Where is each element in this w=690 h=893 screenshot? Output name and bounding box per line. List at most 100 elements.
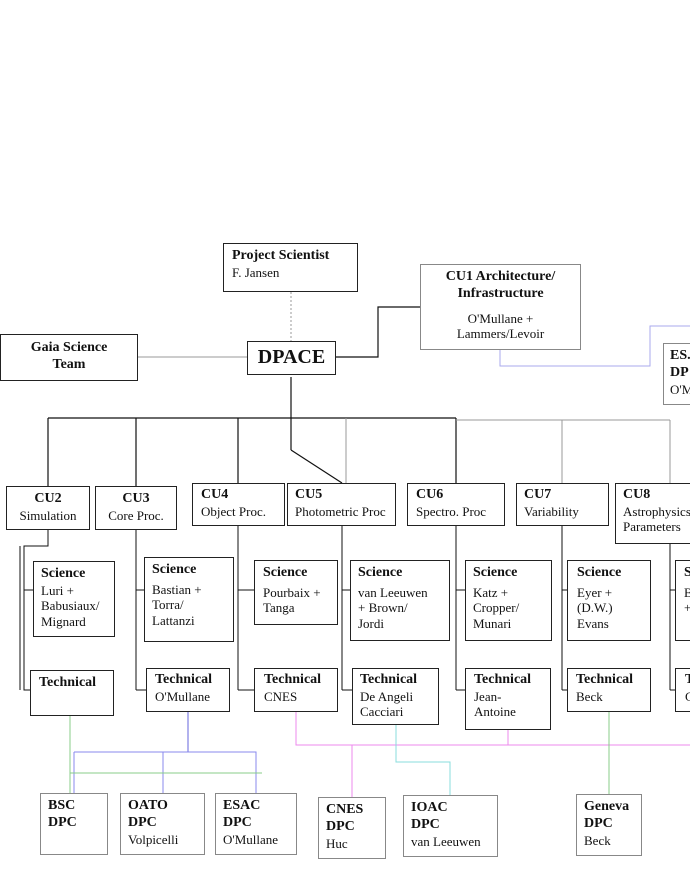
cu2-title: CU2 xyxy=(34,491,62,506)
science-title: Science xyxy=(473,565,518,580)
cu1-box: CU1 Architecture/ Infrastructure O'Mulla… xyxy=(420,264,581,350)
science-line: Katz + xyxy=(473,584,509,600)
cu6-box: CU6 Spectro. Proc xyxy=(407,483,505,526)
technical-box-cu4: Technical CNES xyxy=(254,668,338,712)
science-line: Luri + xyxy=(41,582,74,598)
cu4-box: CU4 Object Proc. xyxy=(192,483,285,526)
cu1-title-line1: CU1 Architecture/ xyxy=(445,269,556,284)
science-box-cu7: Science Eyer + (D.W.) Evans xyxy=(567,560,651,641)
cu7-title: CU7 xyxy=(524,487,552,502)
project-scientist-title: Project Scientist xyxy=(232,248,330,263)
cu8-subtitle: Astrophysics xyxy=(623,503,690,519)
cu5-title: CU5 xyxy=(295,487,323,502)
technical-line: Beck xyxy=(576,688,603,704)
technical-box-cu5: Technical De Angeli Cacciari xyxy=(352,668,439,725)
technical-line: Cacciari xyxy=(360,704,404,720)
science-line: + xyxy=(684,600,690,616)
dpc-label: DPC xyxy=(48,814,77,830)
technical-line: O'Mullane xyxy=(155,688,211,704)
dpc-label: DPC xyxy=(128,814,157,830)
technical-box-cu8: T C xyxy=(675,668,690,712)
cu3-box: CU3 Core Proc. xyxy=(95,486,177,530)
science-box-cu4: Science Pourbaix + Tanga xyxy=(254,560,338,625)
esac-partial-line3: O'M xyxy=(670,381,690,397)
cu8-box: CU8 Astrophysics Parameters xyxy=(615,483,690,544)
science-line: Jordi xyxy=(358,615,384,631)
gaia-team-line2: Team xyxy=(52,356,86,372)
science-box-cu5: Science van Leeuwen + Brown/ Jordi xyxy=(350,560,450,641)
science-line: + Brown/ xyxy=(358,600,408,616)
science-line: Lattanzi xyxy=(152,612,195,628)
dpc-box-geneva: Geneva DPC Beck xyxy=(576,794,642,856)
science-line: Evans xyxy=(577,615,609,631)
technical-line: C xyxy=(685,688,690,704)
cu7-subtitle: Variability xyxy=(524,503,579,519)
gaia-science-team-box: Gaia Science Team xyxy=(0,334,138,381)
science-line: Babusiaux/ xyxy=(41,598,100,614)
cu6-subtitle: Spectro. Proc xyxy=(416,503,487,519)
gaia-team-line1: Gaia Science xyxy=(30,340,108,355)
cu1-title-line2: Infrastructure xyxy=(457,285,544,301)
technical-box-cu3: Technical O'Mullane xyxy=(146,668,230,712)
esac-partial-line2: DP xyxy=(670,364,689,380)
cu1-lead-line2: Lammers/Levoir xyxy=(456,326,545,342)
technical-title: Technical xyxy=(360,672,418,687)
dpc-name: Geneva xyxy=(584,799,630,814)
science-line: Torra/ xyxy=(152,597,184,613)
esac-partial-line1: ES. xyxy=(670,348,690,363)
cu2-subtitle: Simulation xyxy=(19,507,77,523)
technical-title: Technical xyxy=(155,672,213,687)
technical-title: Technical xyxy=(474,672,532,687)
cu3-subtitle: Core Proc. xyxy=(108,507,164,523)
science-line: Pourbaix + xyxy=(263,584,321,600)
dpc-box-ioac: IOAC DPC van Leeuwen xyxy=(403,795,498,857)
science-line: Mignard xyxy=(41,613,86,629)
cu7-box: CU7 Variability xyxy=(516,483,609,526)
technical-box-cu7: Technical Beck xyxy=(567,668,651,712)
cu6-title: CU6 xyxy=(416,487,444,502)
science-line: van Leeuwen xyxy=(358,584,428,600)
dpc-name: ESAC xyxy=(223,798,261,813)
cu4-subtitle: Object Proc. xyxy=(201,503,266,519)
dpc-box-oato: OATO DPC Volpicelli xyxy=(120,793,205,855)
dpace-box: DPACE xyxy=(247,341,336,375)
science-line: B xyxy=(684,584,690,600)
cu3-title: CU3 xyxy=(122,491,150,506)
cu8-subtitle2: Parameters xyxy=(623,519,681,535)
technical-line: De Angeli xyxy=(360,688,414,704)
dpc-box-cnes: CNES DPC Huc xyxy=(318,797,386,859)
technical-line: Antoine xyxy=(474,704,516,720)
cu2-box: CU2 Simulation xyxy=(6,486,90,530)
dpc-person: Volpicelli xyxy=(128,831,179,847)
dpc-box-bsc: BSC DPC xyxy=(40,793,108,855)
science-line: Cropper/ xyxy=(473,600,520,616)
science-box-cu6: Science Katz + Cropper/ Munari xyxy=(465,560,552,641)
dpc-person: O'Mullane xyxy=(223,831,279,847)
dpc-person: Beck xyxy=(584,832,611,848)
science-line: (D.W.) xyxy=(577,600,613,616)
dpc-label: DPC xyxy=(326,818,355,834)
technical-line: Jean- xyxy=(474,688,502,704)
dpc-label: DPC xyxy=(584,815,613,831)
technical-title: Technical xyxy=(39,675,97,690)
dpc-person: Huc xyxy=(326,835,348,851)
science-box-cu8: S B + xyxy=(675,560,690,641)
dpc-name: OATO xyxy=(128,798,168,813)
science-line: Eyer + xyxy=(577,584,613,600)
cu8-title: CU8 xyxy=(623,487,651,502)
science-title: Science xyxy=(577,565,622,580)
technical-box-cu2: Technical xyxy=(30,670,114,716)
cu1-lead-line1: O'Mullane + xyxy=(467,310,534,326)
project-scientist-box: Project Scientist F. Jansen xyxy=(223,243,358,292)
dpace-label: DPACE xyxy=(257,346,326,368)
dpc-name: IOAC xyxy=(411,800,448,815)
dpc-box-esac: ESAC DPC O'Mullane xyxy=(215,793,297,855)
technical-box-cu6: Technical Jean- Antoine xyxy=(465,668,551,730)
science-box-cu3: Science Bastian + Torra/ Lattanzi xyxy=(144,557,234,642)
technical-line: CNES xyxy=(264,688,298,704)
project-scientist-name: F. Jansen xyxy=(232,264,280,280)
science-line: Munari xyxy=(473,615,512,631)
dpc-label: DPC xyxy=(411,816,440,832)
science-line: Bastian + xyxy=(152,581,202,597)
